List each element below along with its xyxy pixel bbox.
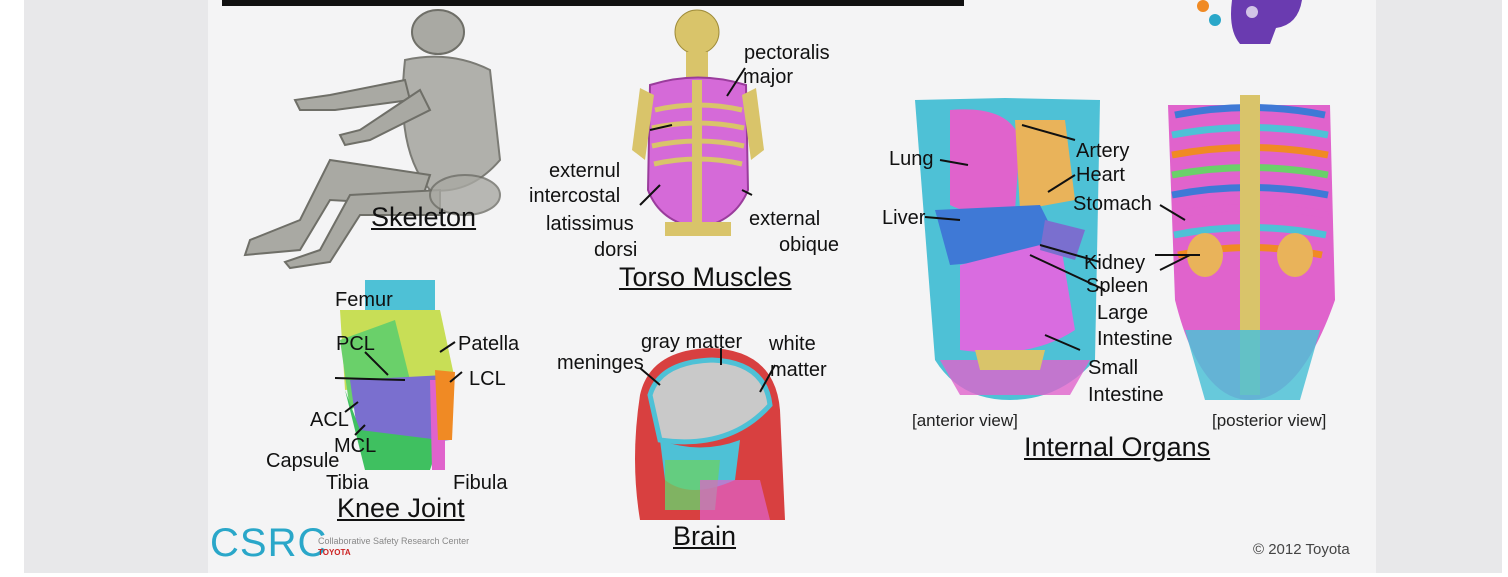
spleen-label: Spleen (1086, 275, 1148, 297)
tibia-label: Tibia (326, 472, 369, 494)
lcl-label: LCL (469, 368, 506, 390)
intestine-small-label: Intestine (1088, 384, 1164, 406)
mcl-label: MCL (334, 435, 376, 457)
white-label: white (769, 333, 816, 355)
skeleton-title: Skeleton (371, 202, 476, 232)
csrc-logo: CSRC (210, 521, 327, 565)
intercostal-label: intercostal (529, 185, 620, 207)
large-label: Large (1097, 302, 1148, 324)
posterior-view-label: [posterior view] (1212, 411, 1326, 431)
toyota-logo-text: TOYOTA (318, 548, 351, 557)
gray-matter-label: gray matter (641, 331, 742, 353)
pectoralis-label: pectoralis (744, 42, 830, 64)
capsule-label: Capsule (266, 450, 339, 472)
heart-label: Heart (1076, 164, 1125, 186)
torso-title: Torso Muscles (619, 262, 792, 292)
anterior-view-label: [anterior view] (912, 411, 1018, 431)
artery-label: Artery (1076, 140, 1129, 162)
csrc-logo-subtitle: Collaborative Safety Research Center (318, 536, 469, 546)
femur-label: Femur (335, 289, 393, 311)
copyright-text: © 2012 Toyota (1253, 541, 1350, 558)
brain-title: Brain (673, 521, 736, 551)
title-bar-remnant (222, 0, 964, 6)
patella-label: Patella (458, 333, 519, 355)
matter-label: matter (770, 359, 827, 381)
knee-title: Knee Joint (337, 493, 465, 523)
liver-label: Liver (882, 207, 925, 229)
meninges-label: meninges (557, 352, 644, 374)
small-label: Small (1088, 357, 1138, 379)
head-gears-icon (1197, 0, 1302, 44)
organs-anterior-illustration (915, 98, 1100, 400)
organs-posterior-illustration (1168, 95, 1335, 400)
obique-label: obique (779, 234, 839, 256)
major-label: major (743, 66, 793, 88)
fibula-label: Fibula (453, 472, 507, 494)
intestine-large-label: Intestine (1097, 328, 1173, 350)
externul-label: externul (549, 160, 620, 182)
pcl-label: PCL (336, 333, 375, 355)
brain-illustration (635, 348, 785, 520)
lung-label: Lung (889, 148, 934, 170)
acl-label: ACL (310, 409, 349, 431)
organs-title: Internal Organs (1024, 432, 1210, 462)
external-label: external (749, 208, 820, 230)
dorsi-label: dorsi (594, 239, 637, 261)
stomach-label: Stomach (1073, 193, 1152, 215)
latissimus-label: latissimus (546, 213, 634, 235)
kidney-label: Kidney (1084, 252, 1145, 274)
